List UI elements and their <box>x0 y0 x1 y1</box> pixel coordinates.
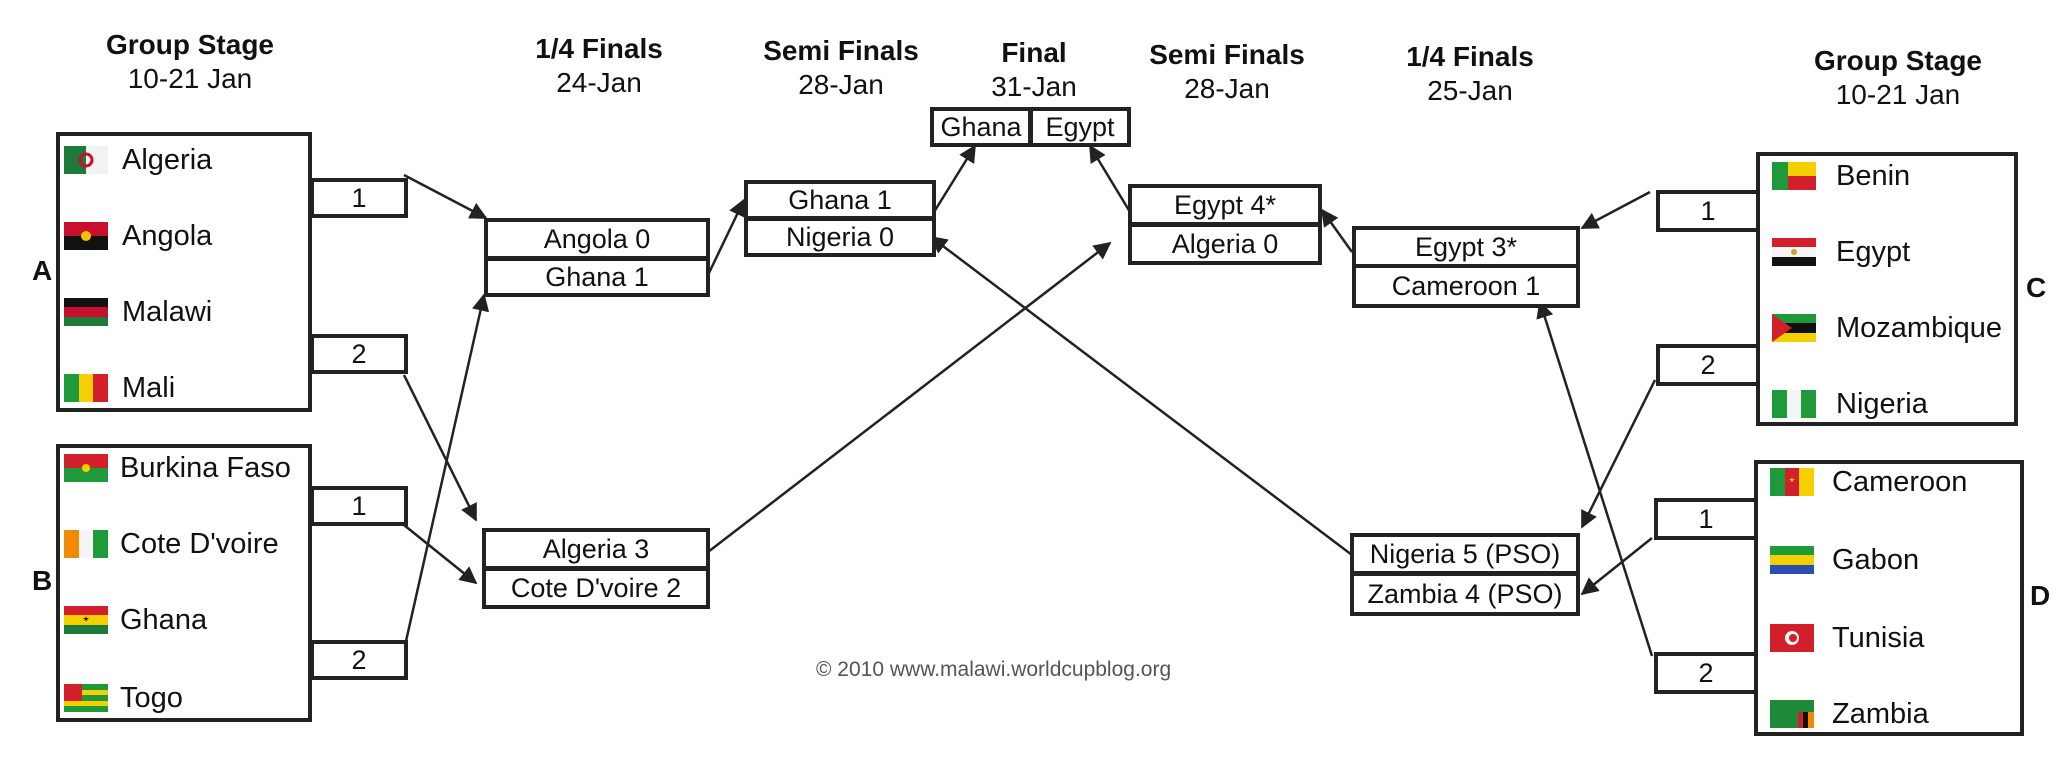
header-quarterfinals-left: 1/4 Finals 24-Jan <box>535 33 663 98</box>
qf3-team-1: Egypt 3* <box>1352 226 1580 268</box>
group-d-label: D <box>2030 580 2051 611</box>
group-c-team-2: Egypt <box>1836 236 1911 268</box>
connector-b1-qf2 <box>403 524 478 585</box>
group-a-winner-slot: 1 <box>310 178 408 218</box>
sf1-team-1: Ghana 1 <box>744 180 936 220</box>
group-c-team-4: Nigeria <box>1836 388 1928 420</box>
qf4-team-1: Nigeria 5 (PSO) <box>1350 533 1580 575</box>
gabon-flag-icon <box>1770 546 1814 574</box>
qf2-team-2: Cote D'voire 2 <box>482 567 710 609</box>
connector-qf2-sf2 <box>707 241 1112 553</box>
connector-sf2-final <box>1088 144 1132 213</box>
group-c-runnerup-slot: 2 <box>1656 344 1760 386</box>
malawi-flag-icon <box>64 298 108 326</box>
connector-qf3-sf2 <box>1320 208 1354 253</box>
group-b-team-2: Cote D'voire <box>120 528 279 560</box>
nigeria-flag-icon <box>1772 390 1816 418</box>
group-b-team-1: Burkina Faso <box>120 452 291 484</box>
qf1-team-2: Ghana 1 <box>484 257 710 297</box>
group-b-runnerup-slot: 2 <box>310 640 408 680</box>
group-d-box: Cameroon Gabon Tunisia Zambia <box>1754 460 2024 736</box>
group-b-winner-slot: 1 <box>310 486 408 526</box>
group-c-label: C <box>2026 272 2047 303</box>
cote-divoire-flag-icon <box>64 530 108 558</box>
group-a-label: A <box>32 255 53 286</box>
ghana-flag-icon <box>64 606 108 634</box>
group-d-team-2: Gabon <box>1832 544 1920 576</box>
algeria-flag-icon <box>64 146 108 174</box>
connector-b2-qf1 <box>402 293 490 651</box>
qf3-team-2: Cameroon 1 <box>1352 264 1580 308</box>
connector-a2-qf2 <box>402 374 478 522</box>
mozambique-flag-icon <box>1772 314 1816 342</box>
final-team-1: Ghana <box>930 107 1032 147</box>
header-semifinals-left: Semi Finals 28-Jan <box>763 35 919 100</box>
group-a-team-2: Angola <box>122 220 213 252</box>
group-d-team-4: Zambia <box>1832 698 1929 730</box>
header-group-stage-right: Group Stage 10-21 Jan <box>1813 45 1982 110</box>
copyright-text: © 2010 www.malawi.worldcupblog.org <box>816 658 1172 681</box>
connector-c2-qf4 <box>1580 379 1657 529</box>
egypt-flag-icon <box>1772 238 1816 266</box>
group-c-box: Benin Egypt Mozambique Nigeria <box>1756 152 2018 426</box>
group-b-box: Burkina Faso Cote D'voire Ghana Togo <box>56 444 312 722</box>
group-a-team-4: Mali <box>122 372 176 404</box>
connector-d1-qf4 <box>1580 537 1653 596</box>
group-a-team-1: Algeria <box>122 144 213 176</box>
header-group-stage-left: Group Stage 10-21 Jan <box>105 29 274 94</box>
benin-flag-icon <box>1772 162 1816 190</box>
angola-flag-icon <box>64 222 108 250</box>
header-final: Final 31-Jan <box>991 37 1077 102</box>
group-b-team-3: Ghana <box>120 604 208 636</box>
qf4-team-2: Zambia 4 (PSO) <box>1350 572 1580 616</box>
header-semifinals-right: Semi Finals 28-Jan <box>1149 39 1305 104</box>
connector-qf4-sf1 <box>929 235 1353 556</box>
group-a-team-3: Malawi <box>122 296 213 328</box>
cameroon-flag-icon <box>1770 468 1814 496</box>
burkina-faso-flag-icon <box>64 454 108 482</box>
connector-a1-qf1 <box>403 173 488 220</box>
group-c-team-3: Mozambique <box>1836 312 2003 344</box>
sf2-team-2: Algeria 0 <box>1128 223 1322 265</box>
mali-flag-icon <box>64 374 108 402</box>
group-c-winner-slot: 1 <box>1656 190 1760 232</box>
group-d-runnerup-slot: 2 <box>1654 652 1758 694</box>
group-d-winner-slot: 1 <box>1654 498 1758 540</box>
connector-c1-qf3 <box>1580 190 1651 230</box>
header-quarterfinals-right: 1/4 Finals 25-Jan <box>1406 41 1534 106</box>
group-b-label: B <box>32 565 53 596</box>
group-a-box: Algeria Angola Malawi Mali <box>56 132 312 412</box>
final-team-2: Egypt <box>1029 107 1131 147</box>
connector-sf1-final <box>932 144 977 213</box>
group-a-runnerup-slot: 2 <box>310 334 408 374</box>
connector-qf1-sf1 <box>706 198 746 276</box>
tunisia-flag-icon <box>1770 624 1814 652</box>
connector-d2-qf3 <box>1536 300 1654 657</box>
sf2-team-1: Egypt 4* <box>1128 184 1322 226</box>
zambia-flag-icon <box>1770 700 1814 728</box>
group-b-team-4: Togo <box>120 682 183 714</box>
sf1-team-2: Nigeria 0 <box>744 217 936 257</box>
qf2-team-1: Algeria 3 <box>482 528 710 570</box>
togo-flag-icon <box>64 684 108 712</box>
qf1-team-1: Angola 0 <box>484 218 710 260</box>
group-d-team-3: Tunisia <box>1832 622 1925 654</box>
group-c-team-1: Benin <box>1836 160 1911 192</box>
group-d-team-1: Cameroon <box>1832 466 1968 498</box>
